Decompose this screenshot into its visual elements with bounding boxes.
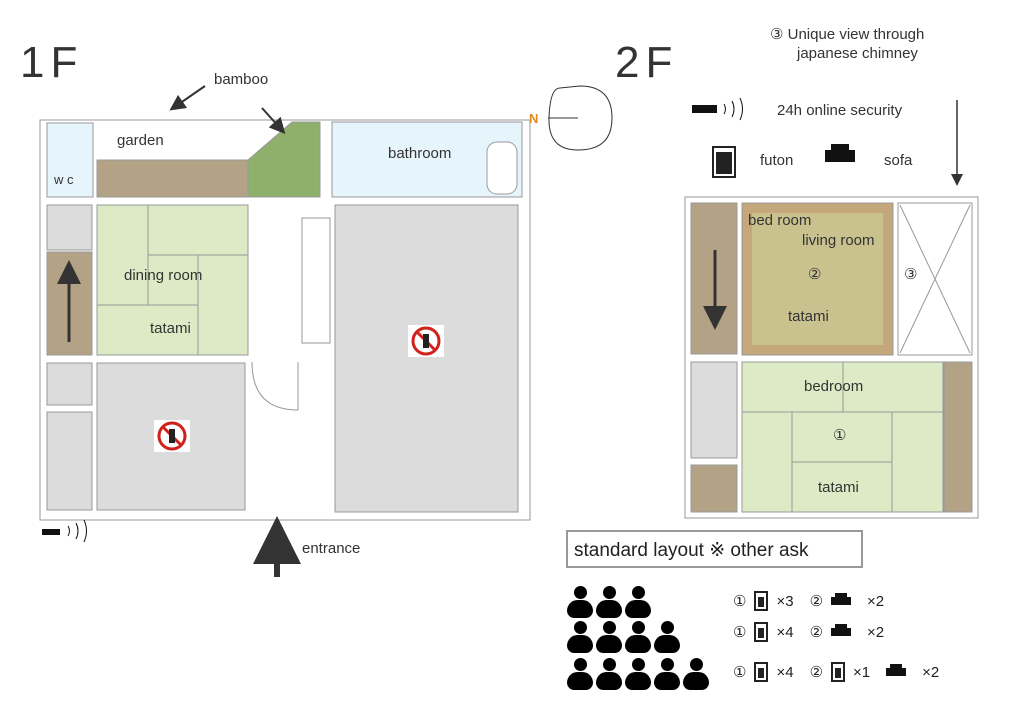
north-compass-icon: [548, 85, 613, 151]
person-icon: [683, 658, 709, 690]
sofa-count: ×2: [867, 592, 885, 610]
person-icon: [596, 586, 622, 618]
bed-room-label: bed room: [748, 212, 812, 229]
chimney-mark: ③: [904, 266, 918, 283]
person-icon: [654, 658, 680, 690]
security-camera-icon: [42, 519, 87, 543]
security-camera-icon: [692, 97, 743, 121]
futon-icon: [712, 146, 736, 178]
garden-deck: [96, 159, 249, 198]
person-icon: [625, 586, 651, 618]
bathroom-label: bathroom: [388, 145, 452, 162]
futon-icon: [754, 591, 769, 611]
room1-mark: ①: [733, 593, 747, 610]
futon-count: ×4: [776, 663, 794, 681]
floor2-title: 2F: [615, 38, 679, 87]
entrance-label: entrance: [302, 540, 361, 557]
floor1-plan: [39, 119, 531, 521]
room2-mark: ②: [809, 664, 824, 681]
person-icon: [625, 621, 651, 653]
legend-row: ① ×4 ② ×2: [733, 622, 884, 642]
room2-mark: ②: [809, 624, 824, 641]
futon-icon: [754, 622, 769, 642]
legend-title: standard layout ※ other ask: [574, 540, 809, 561]
person-icon: [654, 621, 680, 653]
legend-row: ① ×3 ② ×2: [733, 591, 884, 611]
person-icon: [596, 658, 622, 690]
futon-count: ×1: [853, 663, 871, 681]
person-icon: [625, 658, 651, 690]
futon-count: ×3: [776, 592, 794, 610]
room2-mark: ②: [808, 266, 822, 283]
room1-mark: ①: [733, 624, 747, 641]
futon-count: ×4: [776, 623, 794, 641]
sofa-icon: [831, 593, 852, 609]
futon-icon: [754, 662, 769, 682]
tatami-upper-label: tatami: [788, 308, 829, 325]
legend-row: ① ×4 ② ×1 ×2: [733, 662, 939, 682]
sofa-icon: [886, 664, 907, 680]
wc-label: w c: [54, 172, 74, 187]
living-room-label: living room: [802, 232, 875, 249]
tatami-lower-label: tatami: [818, 479, 859, 496]
bedroom-label: bedroom: [804, 378, 864, 395]
dining-room: [96, 204, 249, 356]
chimney-note-line2: japanese chimney: [797, 45, 918, 62]
person-icon: [567, 621, 593, 653]
dining-room-label: dining room: [124, 267, 203, 284]
futon-icon: [831, 662, 846, 682]
futon-label: futon: [760, 152, 794, 169]
sofa-count: ×2: [922, 663, 940, 681]
bamboo-label: bamboo: [214, 71, 269, 88]
person-icon: [596, 621, 622, 653]
floor2-plan: [684, 196, 979, 519]
restricted-room-right: [334, 204, 519, 513]
floor1-title: 1F: [20, 38, 84, 87]
north-label: N: [529, 111, 539, 126]
person-icon: [567, 586, 593, 618]
sofa-icon: [831, 624, 852, 640]
sofa-label: sofa: [884, 152, 913, 169]
tatami-label: tatami: [150, 320, 191, 337]
person-icon: [567, 658, 593, 690]
no-entry-icon: [154, 420, 190, 452]
garden-label: garden: [117, 132, 164, 149]
security-label: 24h online security: [777, 102, 903, 119]
people-row-4: [567, 621, 683, 658]
sofa-count: ×2: [867, 623, 885, 641]
sofa-icon: [825, 144, 855, 168]
people-row-3: [567, 586, 654, 623]
wc-room: [46, 122, 94, 198]
no-entry-icon: [408, 325, 444, 357]
people-row-5: [567, 658, 712, 695]
room2-mark: ②: [809, 593, 824, 610]
room1-mark: ①: [733, 664, 747, 681]
room1-mark: ①: [833, 427, 847, 444]
chimney-note-line1: ③ Unique view through: [770, 26, 925, 43]
legend-box: standard layout ※ other ask: [566, 530, 863, 568]
